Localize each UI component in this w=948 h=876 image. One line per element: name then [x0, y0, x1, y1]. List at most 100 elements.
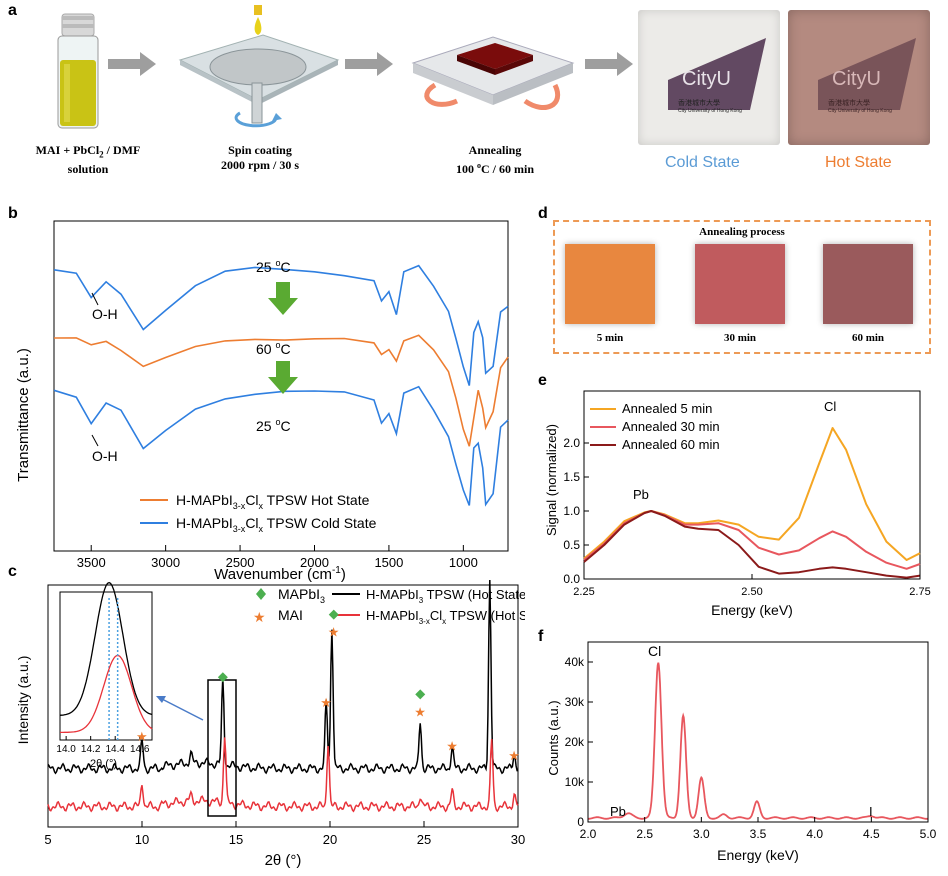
panel-f-letter: f [538, 628, 544, 645]
eds-ann-cl: Cl [648, 643, 661, 659]
process-arrow-1 [108, 52, 156, 76]
xrd-series-0 [47, 580, 518, 775]
xps-legend-label: Annealed 60 min [622, 437, 720, 452]
spin-coater-illustration [178, 5, 340, 128]
eds-ann-i: I [869, 804, 873, 819]
sample-60min-label: 60 min [851, 332, 885, 344]
xrd-legend-red: H-MAPbI3-xClx TPSW (Hot State) [366, 608, 525, 626]
xrd-xtick-label: 20 [323, 832, 337, 847]
xps-series-2 [583, 510, 921, 579]
xps-xtick-label: 2.25 [573, 586, 594, 598]
xrd-mapbi-marker [328, 609, 339, 620]
cold-logo-text: CityU [682, 68, 731, 90]
eds-xtick-label: 4.0 [806, 827, 823, 841]
cold-state-photo: CityU 香港城市大學 City University of Hong Kon… [638, 10, 780, 145]
xrd-mai-marker: ★ [508, 748, 520, 763]
hot-logo-cn: 香港城市大學 [828, 100, 870, 107]
eds-xtick-label: 2.5 [636, 827, 653, 841]
ftir-ylabel-group: Transmittance (a.u.) [15, 348, 32, 482]
xrd-mai-marker: ★ [328, 625, 340, 640]
eds-xtick-label: 3.5 [750, 827, 767, 841]
xrd-xtick-label: 5 [44, 832, 51, 847]
xrd-xtick-label: 10 [135, 832, 149, 847]
ftir-ann-60c: 60 oC [256, 340, 291, 357]
xrd-xtick-label: 30 [511, 832, 525, 847]
xrd-inset-tick-label: 14.4 [105, 744, 125, 755]
xps-ylabel: Signal (normalized) [544, 424, 559, 536]
xrd-inset-box [59, 591, 153, 741]
panel-d-letter: d [538, 205, 548, 222]
cold-logo-en: City University of Hong Kong [678, 108, 742, 114]
sample-60min [823, 244, 913, 324]
eds-ytick-label: 30k [565, 695, 585, 709]
xrd-mapbi-marker [415, 689, 426, 700]
ftir-xtick-label: 2500 [226, 555, 255, 570]
xps-ann-cl: Cl [824, 399, 836, 414]
xrd-mapbi-marker [217, 672, 228, 683]
eds-ylabel: Counts (a.u.) [546, 700, 561, 775]
step-1-caption: MAI + PbCl2 / DMF solution [35, 143, 141, 177]
eds-ytick-label: 0 [577, 815, 584, 829]
cold-logo-cn: 香港城市大學 [678, 100, 720, 107]
eds-ytick-label: 20k [565, 735, 585, 749]
hot-plate-illustration [411, 36, 575, 111]
xrd-xtick-label: 15 [229, 832, 243, 847]
hot-logo-en: City University of Hong Kong [828, 108, 892, 114]
xps-ann-pb: Pb [633, 487, 649, 502]
ftir-series-0 [53, 264, 509, 386]
ftir-arrow-down-1 [268, 282, 298, 315]
eds-xtick-label: 4.5 [863, 827, 880, 841]
eds-ytick-label: 40k [565, 655, 585, 669]
xrd-mai-marker: ★ [446, 739, 458, 754]
sample-5min [565, 244, 655, 324]
xrd-legend-mai: MAI [278, 607, 303, 623]
cold-state-label: Cold State [665, 154, 740, 171]
xrd-legend-star: ★ [253, 609, 266, 625]
xps-xlabel: Energy (keV) [711, 602, 793, 618]
eds-ytick-label: 10k [565, 775, 585, 789]
ftir-series-2 [53, 385, 509, 507]
xrd-inset-series-0 [59, 581, 153, 716]
ftir-legend-hot: H-MAPbI3-xClx TPSW Hot State [176, 492, 370, 511]
ftir-arrow-down-2 [268, 361, 298, 394]
ftir-ann-25c-top: 25 oC [256, 258, 291, 275]
xrd-mai-marker: ★ [136, 729, 148, 744]
eds-ann-pb: Pb [610, 804, 626, 819]
xrd-inset-tick-label: 14.0 [56, 744, 76, 755]
xrd-axes-box [47, 584, 519, 828]
xrd-xlabel: 2θ (°) [265, 852, 302, 869]
vial-illustration [57, 13, 99, 129]
xrd-mai-marker: ★ [414, 705, 426, 720]
eds-xtick-label: 5.0 [920, 827, 937, 841]
xps-ytick-label: 0.0 [563, 572, 580, 586]
xrd-inset-tick-label: 14.2 [81, 744, 101, 755]
ftir-ylabel: Transmittance (a.u.) [15, 348, 32, 482]
ftir-axes-box [53, 220, 509, 552]
eds-xlabel: Energy (keV) [717, 847, 799, 863]
xrd-ylabel: Intensity (a.u.) [15, 656, 31, 745]
ftir-xlabel: Wavenumber (cm-1) [214, 565, 346, 583]
xps-xtick-label: 2.50 [741, 586, 762, 598]
ftir-oh-leader-1 [91, 292, 99, 306]
xrd-legend-mapbi: MAPbI3 [278, 586, 325, 605]
ftir-ann-oh-1: O-H [92, 306, 118, 322]
xps-xtick-label: 2.75 [909, 586, 930, 598]
xrd-xtick-label: 25 [417, 832, 431, 847]
annealing-process-box: Annealing process 5 min 30 min 60 min [553, 220, 931, 354]
eds-xtick-label: 2.0 [580, 827, 597, 841]
eds-series [588, 662, 929, 820]
ftir-ann-25c-bottom: 25 oC [256, 417, 291, 434]
ftir-xtick-label: 2000 [300, 555, 329, 570]
ftir-xtick-label: 3500 [77, 555, 106, 570]
xps-legend-label: Annealed 30 min [622, 419, 720, 434]
sample-5min-label: 5 min [596, 332, 624, 344]
xrd-mai-marker: ★ [320, 695, 332, 710]
sample-30min [695, 244, 785, 324]
process-arrow-3 [585, 52, 633, 76]
panel-b-letter: b [8, 205, 18, 222]
